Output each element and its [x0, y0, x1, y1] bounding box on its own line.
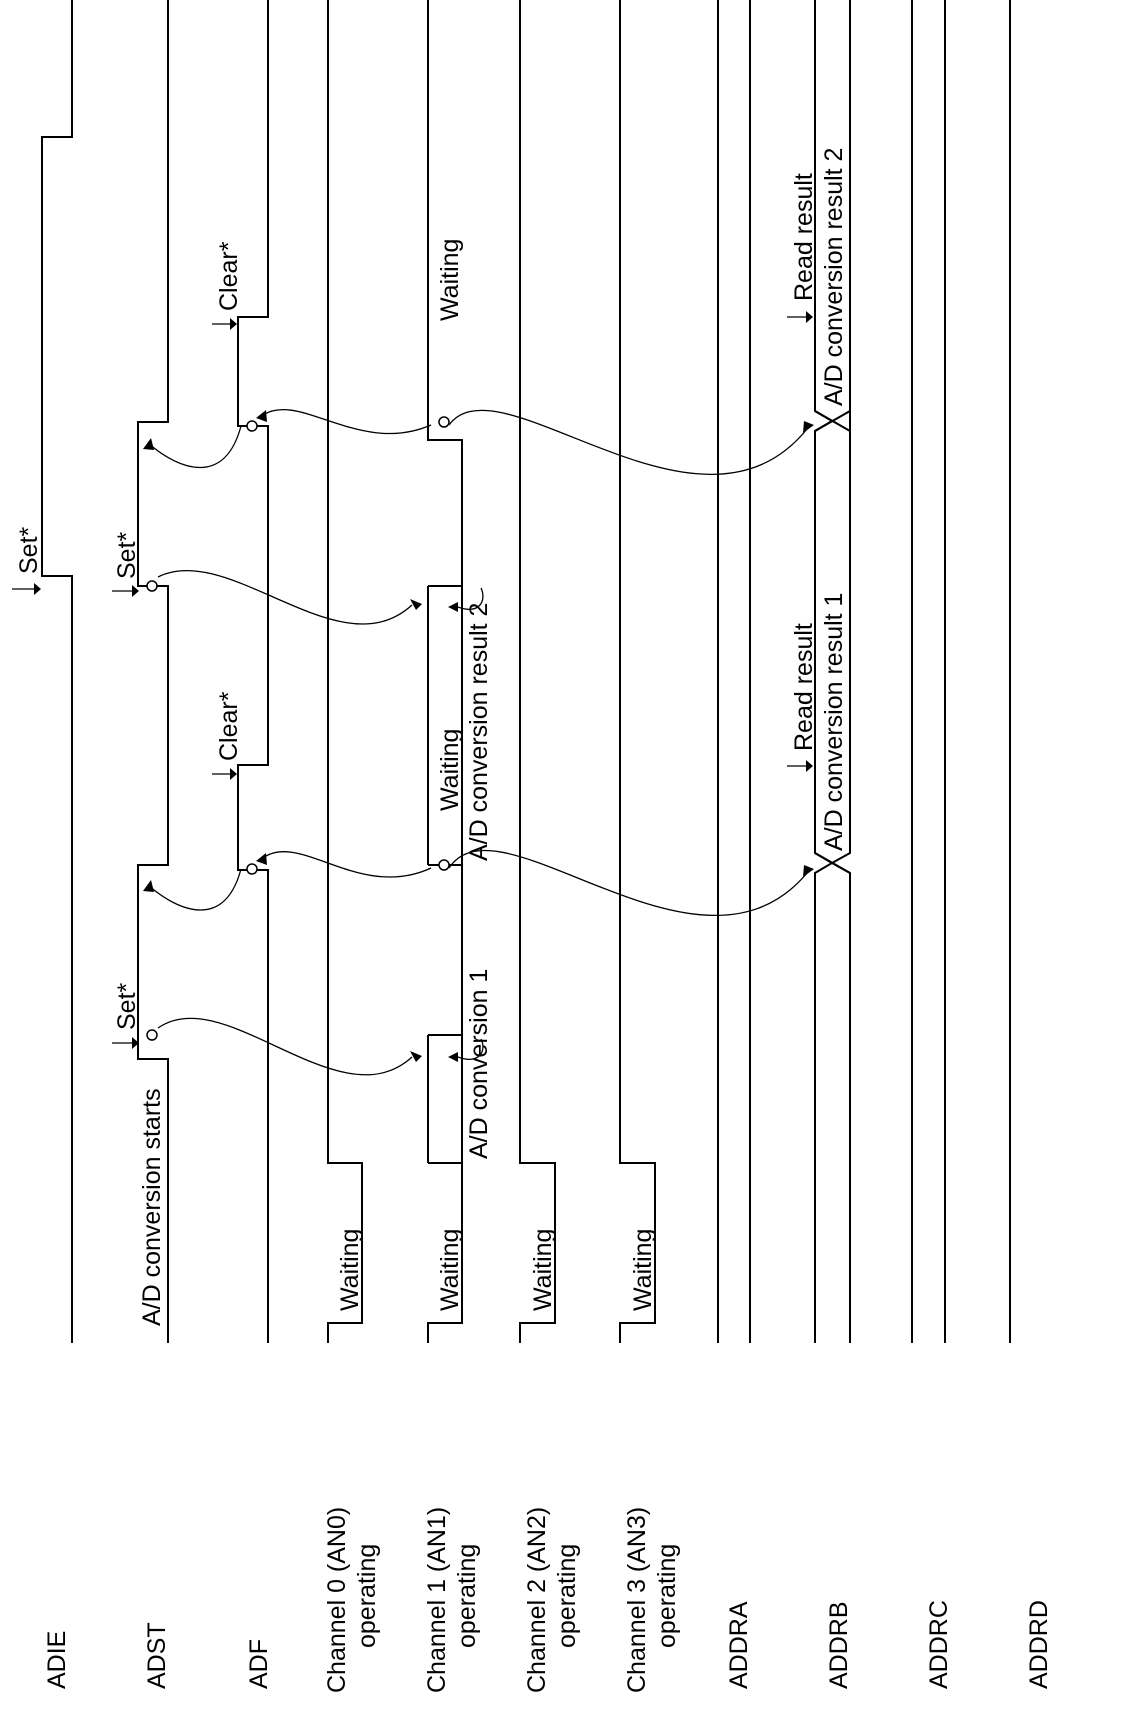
ch1-waiting-label-2: Waiting — [436, 729, 464, 811]
signal-label-addrc: ADDRC — [925, 1600, 953, 1689]
addrb-read-result-label-1: Read result — [790, 623, 818, 751]
curve-ch1-to-addrb-2 — [448, 409, 814, 476]
ch2-waveform — [519, 0, 556, 1343]
addrb-read-result-label-2: Read result — [790, 173, 818, 301]
adf-clear-label-1: Clear* — [215, 691, 243, 761]
ch1-waiting-label-1: Waiting — [436, 1229, 464, 1311]
read-arrow-icon — [787, 311, 813, 323]
curve-adf-to-adst-2 — [143, 425, 242, 469]
adst-set-label-1: Set* — [113, 982, 141, 1030]
event-marker — [438, 859, 450, 871]
event-marker — [246, 863, 258, 875]
event-marker — [246, 420, 258, 432]
ch3-waveform — [619, 0, 656, 1343]
adf-clear-label-2: Clear* — [215, 241, 243, 311]
adie-waveform — [41, 0, 73, 1343]
ch1-conv1-label: A/D conversion 1 — [465, 969, 493, 1159]
signal-label-addrd: ADDRD — [1025, 1600, 1053, 1689]
event-marker — [146, 1029, 158, 1041]
curve-adst-to-ch1-2 — [157, 570, 422, 625]
addrb-result1-label: A/D conversion result 1 — [820, 593, 848, 851]
set-arrow-icon — [112, 585, 139, 597]
ch3-waiting-label: Waiting — [629, 1229, 657, 1311]
signal-label-ch3: Channel 3 (AN3)operating — [623, 1507, 681, 1693]
set-arrow-icon — [112, 1037, 139, 1049]
adie-set-label: Set* — [15, 526, 43, 574]
signal-label-ch1: Channel 1 (AN1)operating — [423, 1507, 481, 1693]
read-arrow-icon — [787, 760, 813, 772]
addrb-waveform — [814, 0, 851, 1343]
ch2-waiting-label: Waiting — [529, 1229, 557, 1311]
curve-ch1-to-adf-2 — [256, 409, 432, 435]
signal-label-adf: ADF — [245, 1639, 273, 1689]
curve-ch1-to-addrb-1 — [448, 849, 814, 917]
set-arrow-icon — [12, 583, 41, 595]
adst-set-label-2: Set* — [113, 531, 141, 579]
signal-label-addra: ADDRA — [725, 1601, 753, 1689]
adst-waveform — [137, 0, 169, 1343]
addrc-waveform — [911, 0, 946, 1343]
addrb-result2-label: A/D conversion result 2 — [820, 148, 848, 406]
signal-label-adst: ADST — [143, 1622, 171, 1689]
ch1-conv2-label: A/D conversion result 2 — [465, 603, 493, 861]
signal-label-ch2: Channel 2 (AN2)operating — [523, 1507, 581, 1693]
addra-waveform — [717, 0, 751, 1343]
curve-adst-to-ch1-1 — [157, 1017, 422, 1076]
signal-label-addrb: ADDRB — [825, 1601, 853, 1689]
curve-ch1-to-adf-1 — [256, 851, 432, 878]
clear-arrow-icon — [212, 318, 237, 330]
curve-conv-done-1 — [448, 1038, 484, 1062]
adf-waveform — [237, 0, 269, 1343]
signal-label-ch0: Channel 0 (AN0)operating — [323, 1507, 381, 1693]
clear-arrow-icon — [212, 768, 237, 780]
ch1-waveform — [427, 0, 463, 1343]
event-marker — [438, 416, 450, 428]
ch0-waveform — [327, 0, 363, 1343]
curve-adf-to-adst-1 — [143, 868, 242, 911]
curve-conv-done-2 — [448, 587, 484, 612]
ch1-waiting-label-3: Waiting — [436, 239, 464, 321]
signal-label-adie: ADIE — [43, 1631, 71, 1689]
ch0-waiting-label: Waiting — [336, 1229, 364, 1311]
event-marker — [146, 580, 158, 592]
adst-start-label: A/D conversion starts — [138, 1088, 166, 1326]
